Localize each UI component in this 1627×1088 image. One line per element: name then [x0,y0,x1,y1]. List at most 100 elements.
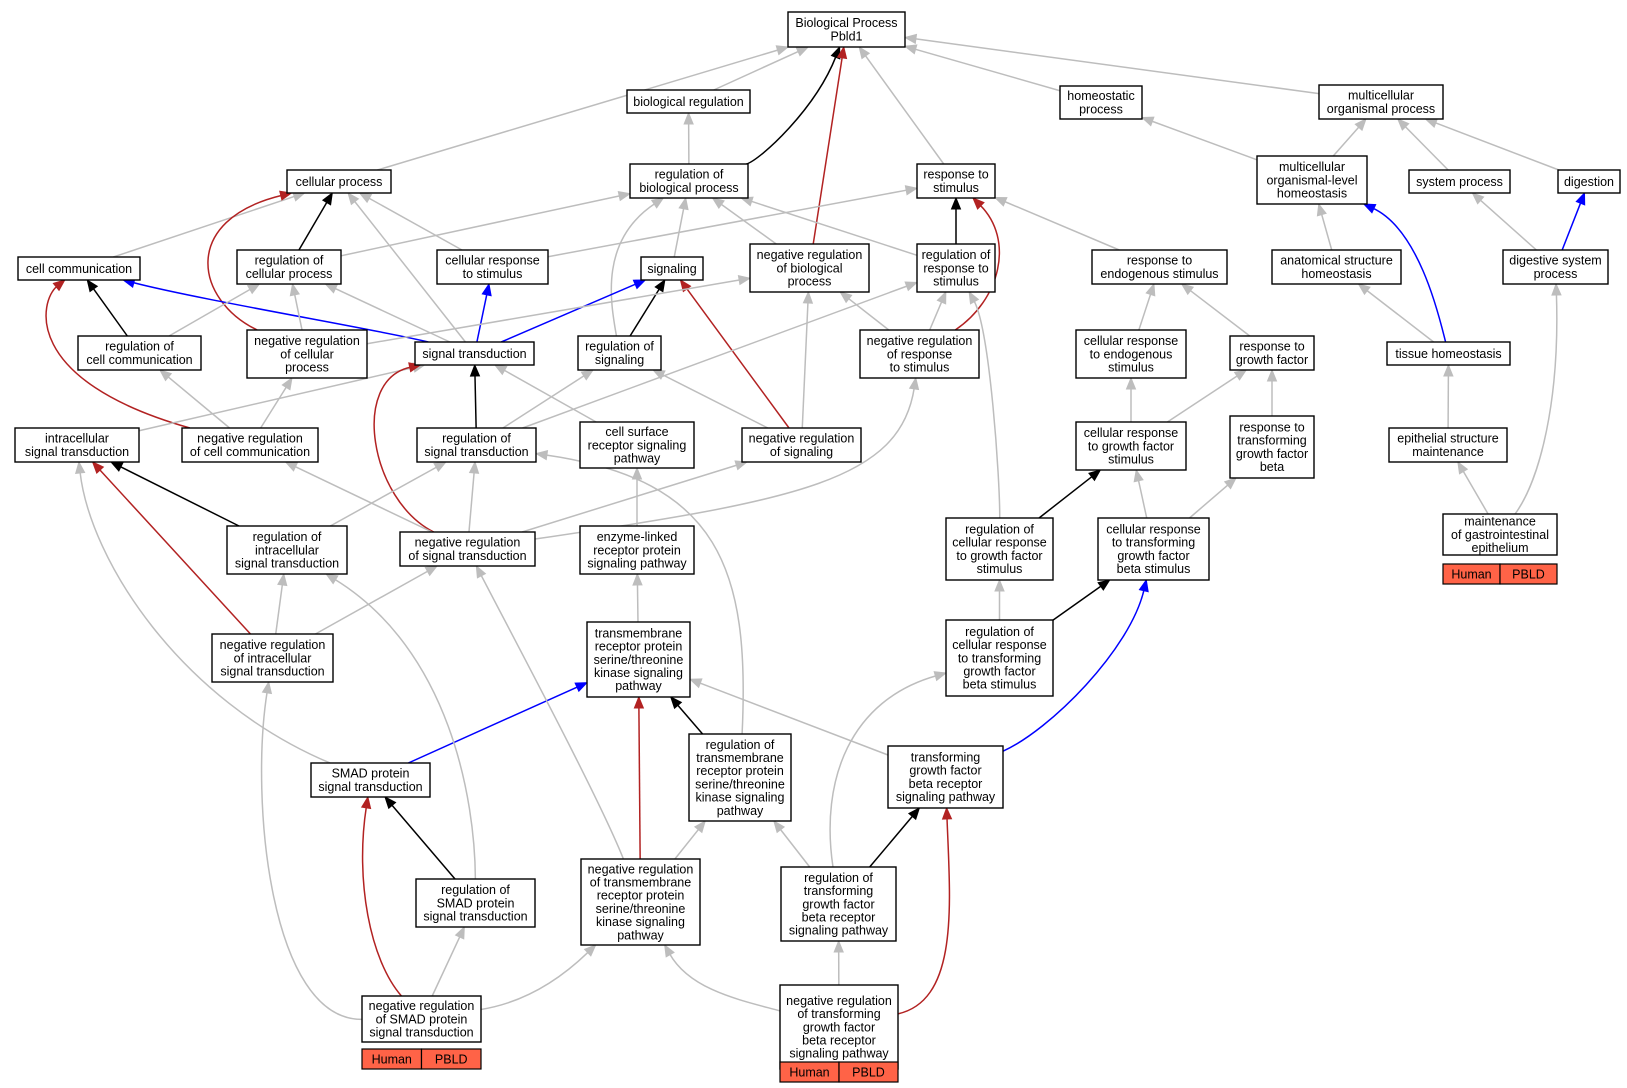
edge-sigtrans-to-cellcomm [132,281,429,343]
term-label-line: regulation of [441,883,510,897]
term-label-line: transmembrane [595,626,683,640]
term-label-line: to growth factor [1088,439,1174,453]
go-term-digestion[interactable]: digestion [1557,169,1621,194]
term-label-line: negative regulation [867,334,973,348]
edge-cellresptgfb-to-cellrespgf [1137,479,1148,519]
arrowhead-negregresp-to-respstim [972,197,985,210]
go-term-bioreg[interactable]: biological regulation [626,89,751,114]
arrowhead-negregintra-to-negregsigtrans [424,565,439,577]
term-box [286,169,392,194]
term-box [1318,84,1444,120]
go-term-sysproc[interactable]: system process [1408,169,1511,194]
term-label-line: cell communication [26,262,132,276]
go-term-sigtrans[interactable]: signal transduction [414,341,535,366]
term-label-line: homeostatic [1067,89,1134,103]
arrowhead-multihomeo-to-multiorg [1354,118,1367,132]
term-label-line: beta stimulus [963,678,1037,692]
arrowhead-negregcomm-to-regcomm [158,369,173,382]
go-term-cellproc[interactable]: cellular process [286,169,392,194]
term-label-line: to endogenous [1090,347,1173,361]
edge-negregsig-to-negregbio [801,301,809,429]
term-label-line: stimulus [977,562,1023,576]
arrowhead-regsmad-to-smad [384,795,397,810]
edge-negregsmad-to-smad [361,806,402,997]
term-box [415,878,536,928]
term-label-line: kinase signaling [696,791,785,805]
go-term-cellcomm[interactable]: cell communication [17,256,141,281]
arrowhead-tmserthr-to-enzyme [632,572,643,586]
gene-tag [420,1048,482,1070]
term-label-line: multicellular [1348,89,1414,103]
edge-negregresp-to-regresp [928,300,943,331]
edge-regtgfb-to-tgfbpath [869,815,914,868]
term-label-line: beta receptor [802,1034,876,1048]
term-box [361,995,482,1043]
edge-cellresp-to-respstim [547,189,908,258]
arrowhead-regsig-to-signaling [654,278,666,293]
term-box [859,329,980,379]
term-label-line: receptor protein [696,764,784,778]
term-label-line: maintenance [1412,445,1484,459]
term-label-line: cellular response [1084,334,1179,348]
term-box [688,733,792,822]
term-label-line: regulation of [965,523,1034,537]
edge-regsigtrans-to-sigtrans [474,374,477,429]
arrowhead-multihomeo-to-homeo [1140,116,1155,127]
go-term-signaling[interactable]: signaling [640,256,704,281]
term-label-line: negative regulation [415,536,521,550]
edge-sigtrans-to-signaling [500,283,637,343]
edge-sigtrans-to-cellproc [353,200,467,343]
arrowhead-negregsigtrans-to-regsigtrans [468,460,480,474]
edge-regintra-to-intrasig [119,465,240,527]
term-label-line: intracellular [45,432,109,446]
term-label-line: regulation of [706,738,775,752]
arrowhead-smad-to-intrasig [75,460,86,475]
go-term-tissue[interactable]: tissue homeostasis [1386,341,1511,366]
arrowhead-sigtrans-to-regcell [324,283,339,294]
